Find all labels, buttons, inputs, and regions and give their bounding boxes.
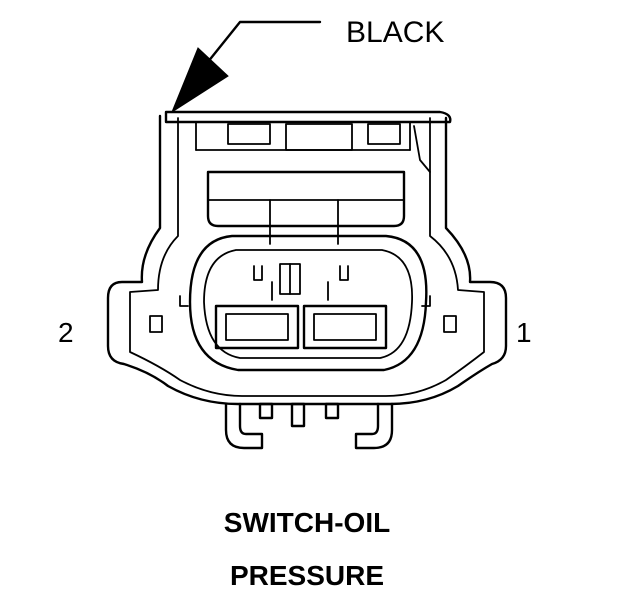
callout-leader xyxy=(170,20,322,114)
connector-body xyxy=(106,110,508,450)
connector-outer-shell xyxy=(106,114,508,406)
caption-line-2: PRESSURE xyxy=(230,560,384,591)
terminal-cavity-left xyxy=(214,304,300,350)
side-latch-right xyxy=(443,315,457,333)
connector-feet xyxy=(224,402,394,450)
callout-arrowhead xyxy=(170,47,229,114)
pin-label-2: 2 xyxy=(58,317,74,348)
connector-top-plate xyxy=(164,110,452,124)
callout-label: BLACK xyxy=(346,16,444,49)
mating-face-outer xyxy=(188,234,428,372)
pin-label-1: 1 xyxy=(516,317,532,348)
connector-inner-shell xyxy=(129,117,485,397)
caption-line-1: SWITCH-OIL xyxy=(224,507,390,538)
terminal-cavity-right xyxy=(302,304,388,350)
mating-face-inner xyxy=(203,249,413,359)
locking-tab xyxy=(206,170,406,228)
side-latch-left xyxy=(149,315,163,333)
